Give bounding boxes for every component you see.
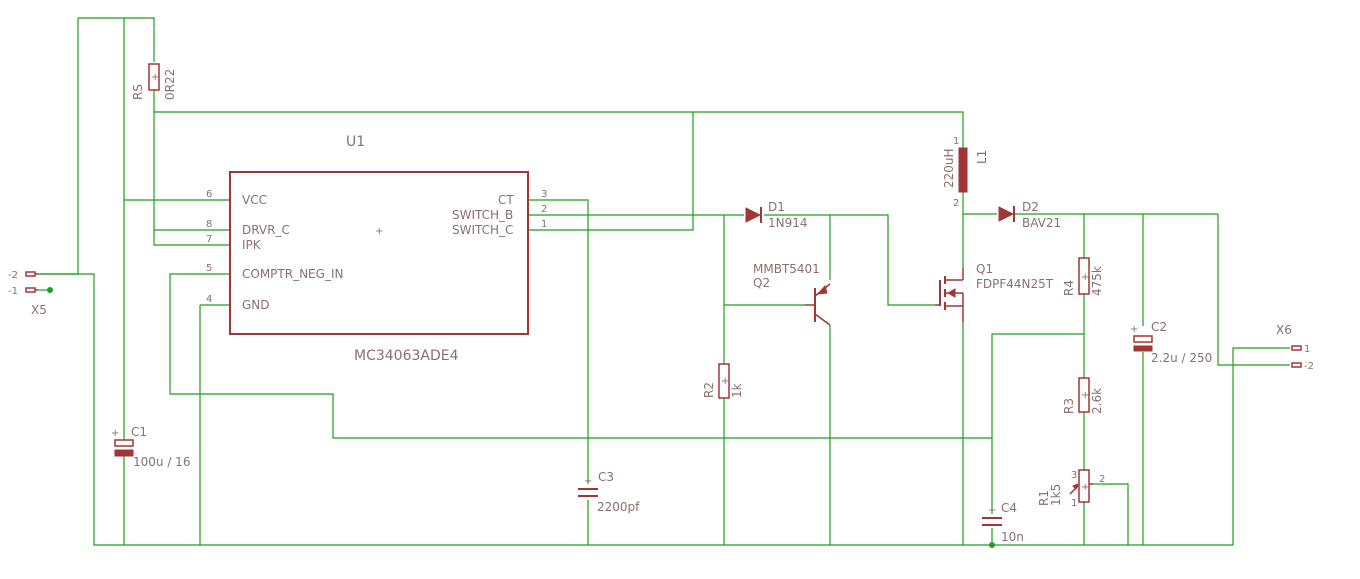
u1-pin-4-num: 4 bbox=[206, 294, 212, 305]
c2-value: 2.2u / 250 bbox=[1151, 351, 1212, 365]
c2-ref: C2 bbox=[1151, 320, 1167, 334]
capacitor-c1: + C1 100u / 16 bbox=[111, 425, 190, 469]
u1-pin-gnd: GND bbox=[242, 298, 270, 312]
r2-value: 1k bbox=[730, 383, 744, 398]
u1-pin-switch-c: SWITCH_C bbox=[452, 223, 513, 237]
diode-d2: D2 BAV21 bbox=[998, 200, 1061, 230]
rs-value: 0R22 bbox=[163, 69, 177, 100]
l1-pin2: 2 bbox=[953, 198, 959, 209]
connector-x6: 1 -2 X6 bbox=[1276, 323, 1314, 372]
u1-pin-1-num: 1 bbox=[541, 219, 547, 230]
transistor-q2: Q2 MMBT5401 bbox=[753, 262, 831, 326]
q1-value: FDPF44N25T bbox=[976, 277, 1054, 291]
svg-text:+: + bbox=[1081, 482, 1089, 493]
r3-value: 2.6k bbox=[1090, 388, 1104, 414]
resistor-r3: + R3 2.6k bbox=[1062, 377, 1104, 414]
x5-pin-plus: -1 bbox=[8, 286, 18, 297]
resistor-r2: + R2 1k bbox=[702, 363, 744, 399]
svg-text:+: + bbox=[721, 376, 729, 387]
svg-text:+: + bbox=[375, 226, 383, 237]
resistor-r4: + R4 475k bbox=[1062, 257, 1104, 296]
l1-value: 220uH bbox=[942, 148, 956, 188]
wires bbox=[38, 17, 1290, 546]
ic-u1: U1 MC34063ADE4 + 6 VCC 8 DRVR_C 7 IPK 5 … bbox=[206, 134, 547, 364]
transistor-q1: Q1 FDPF44N25T bbox=[935, 262, 1054, 322]
c1-value: 100u / 16 bbox=[133, 455, 190, 469]
c1-ref: C1 bbox=[131, 425, 147, 439]
resistor-rs: + RS 0R22 bbox=[131, 63, 177, 100]
capacitor-c3: + C3 2200pf bbox=[578, 470, 640, 514]
x6-pin-plus: 1 bbox=[1304, 344, 1310, 355]
c4-ref: C4 bbox=[1001, 501, 1017, 515]
u1-pin-8-num: 8 bbox=[206, 219, 212, 230]
x5-pin-minus: -2 bbox=[8, 270, 18, 281]
svg-text:+: + bbox=[988, 505, 996, 516]
r1-pin3: 3 bbox=[1071, 470, 1077, 481]
u1-pin-7-num: 7 bbox=[206, 234, 212, 245]
capacitor-c4: + C4 10n bbox=[982, 501, 1024, 544]
connector-x5: -2 -1 X5 bbox=[8, 270, 47, 317]
q1-ref: Q1 bbox=[976, 262, 993, 276]
d1-value: 1N914 bbox=[768, 216, 808, 230]
r1-value: 1k5 bbox=[1049, 484, 1063, 506]
svg-text:+: + bbox=[584, 476, 592, 487]
diode-d1: D1 1N914 bbox=[745, 200, 808, 230]
u1-value: MC34063ADE4 bbox=[354, 348, 459, 364]
x6-pin-minus: -2 bbox=[1304, 361, 1314, 372]
u1-pin-6-num: 6 bbox=[206, 189, 212, 200]
svg-text:+: + bbox=[111, 428, 119, 439]
q2-ref: Q2 bbox=[753, 276, 770, 290]
u1-ref: U1 bbox=[346, 134, 365, 150]
c3-value: 2200pf bbox=[597, 500, 640, 514]
u1-pin-3-num: 3 bbox=[541, 189, 547, 200]
r1-pin1: 1 bbox=[1071, 498, 1077, 509]
rs-ref: RS bbox=[131, 84, 145, 100]
d1-ref: D1 bbox=[768, 200, 785, 214]
svg-text:+: + bbox=[1081, 272, 1089, 283]
r1-ref: R1 bbox=[1037, 490, 1051, 506]
r4-ref: R4 bbox=[1062, 280, 1076, 296]
trimmer-r1: + 3 2 1 R1 1k5 bbox=[1037, 469, 1105, 509]
inductor-l1: 1 2 L1 220uH bbox=[942, 136, 989, 209]
u1-pin-ct: CT bbox=[498, 193, 514, 207]
u1-pin-2-num: 2 bbox=[541, 204, 547, 215]
x5-ref: X5 bbox=[31, 303, 47, 317]
r3-ref: R3 bbox=[1062, 398, 1076, 414]
c4-value: 10n bbox=[1001, 530, 1024, 544]
l1-pin1: 1 bbox=[953, 136, 959, 147]
u1-pin-drvr: DRVR_C bbox=[242, 223, 290, 237]
u1-pin-switch-b: SWITCH_B bbox=[452, 208, 513, 222]
svg-text:+: + bbox=[1081, 390, 1089, 401]
junction-gnd bbox=[989, 542, 995, 548]
r4-value: 475k bbox=[1090, 266, 1104, 296]
svg-text:+: + bbox=[151, 72, 159, 83]
r1-pin2: 2 bbox=[1099, 474, 1105, 485]
u1-pin-5-num: 5 bbox=[206, 263, 212, 274]
l1-ref: L1 bbox=[975, 150, 989, 164]
svg-text:+: + bbox=[1130, 324, 1138, 335]
junction-x5 bbox=[47, 287, 53, 293]
x6-ref: X6 bbox=[1276, 323, 1292, 337]
q2-value: MMBT5401 bbox=[753, 262, 820, 276]
d2-ref: D2 bbox=[1022, 200, 1039, 214]
d2-value: BAV21 bbox=[1022, 216, 1061, 230]
u1-pin-comptr: COMPTR_NEG_IN bbox=[242, 267, 343, 281]
c3-ref: C3 bbox=[598, 470, 614, 484]
u1-pin-ipk: IPK bbox=[242, 238, 262, 252]
r2-ref: R2 bbox=[702, 382, 716, 398]
u1-pin-vcc: VCC bbox=[242, 193, 267, 207]
capacitor-c2: + C2 2.2u / 250 bbox=[1130, 320, 1212, 365]
